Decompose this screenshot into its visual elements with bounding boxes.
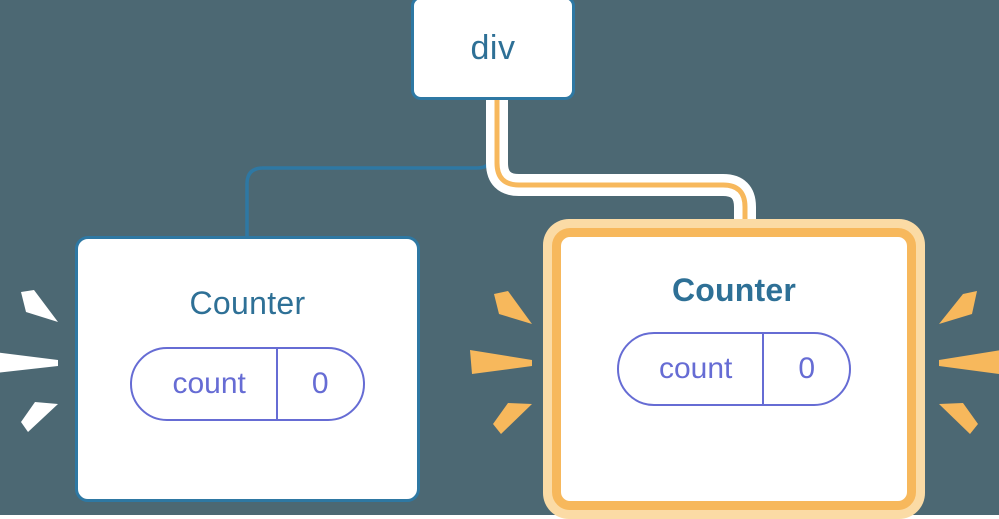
sparkle-ray-upper	[494, 291, 532, 324]
sparkle-ray-lower	[21, 402, 58, 432]
state-pill-counter-right[interactable]: count 0	[616, 332, 852, 406]
sparkles-counter-right-right	[933, 278, 999, 448]
state-value: 0	[762, 334, 849, 404]
node-counter-left[interactable]: Counter count 0	[75, 236, 420, 502]
node-div-label: div	[470, 29, 516, 67]
edge-div-to-counter-left	[245, 98, 495, 238]
state-pill-counter-left[interactable]: count 0	[130, 347, 365, 421]
edge-div-to-counter-right	[494, 100, 748, 238]
sparkle-ray-lower	[939, 403, 978, 434]
sparkles-counter-right-left	[468, 278, 536, 448]
node-counter-left-title: Counter	[189, 285, 306, 321]
node-counter-right[interactable]: Counter count 0	[543, 219, 925, 519]
state-value: 0	[275, 349, 363, 419]
sparkle-ray-middle	[0, 352, 58, 373]
sparkle-ray-middle	[470, 350, 532, 374]
node-div[interactable]: div	[411, 0, 575, 100]
edge-halo-div-to-counter-right	[486, 100, 756, 238]
sparkle-ray-lower	[493, 403, 532, 434]
sparkle-ray-upper	[939, 291, 977, 324]
sparkle-ray-upper	[21, 290, 58, 322]
sparkle-ray-middle	[939, 350, 999, 374]
node-counter-right-title: Counter	[671, 272, 797, 308]
node-counter-right-inner: Counter count 0	[552, 228, 916, 510]
sparkles-counter-left	[0, 278, 62, 448]
state-name: count	[658, 352, 733, 385]
state-name: count	[172, 367, 246, 400]
